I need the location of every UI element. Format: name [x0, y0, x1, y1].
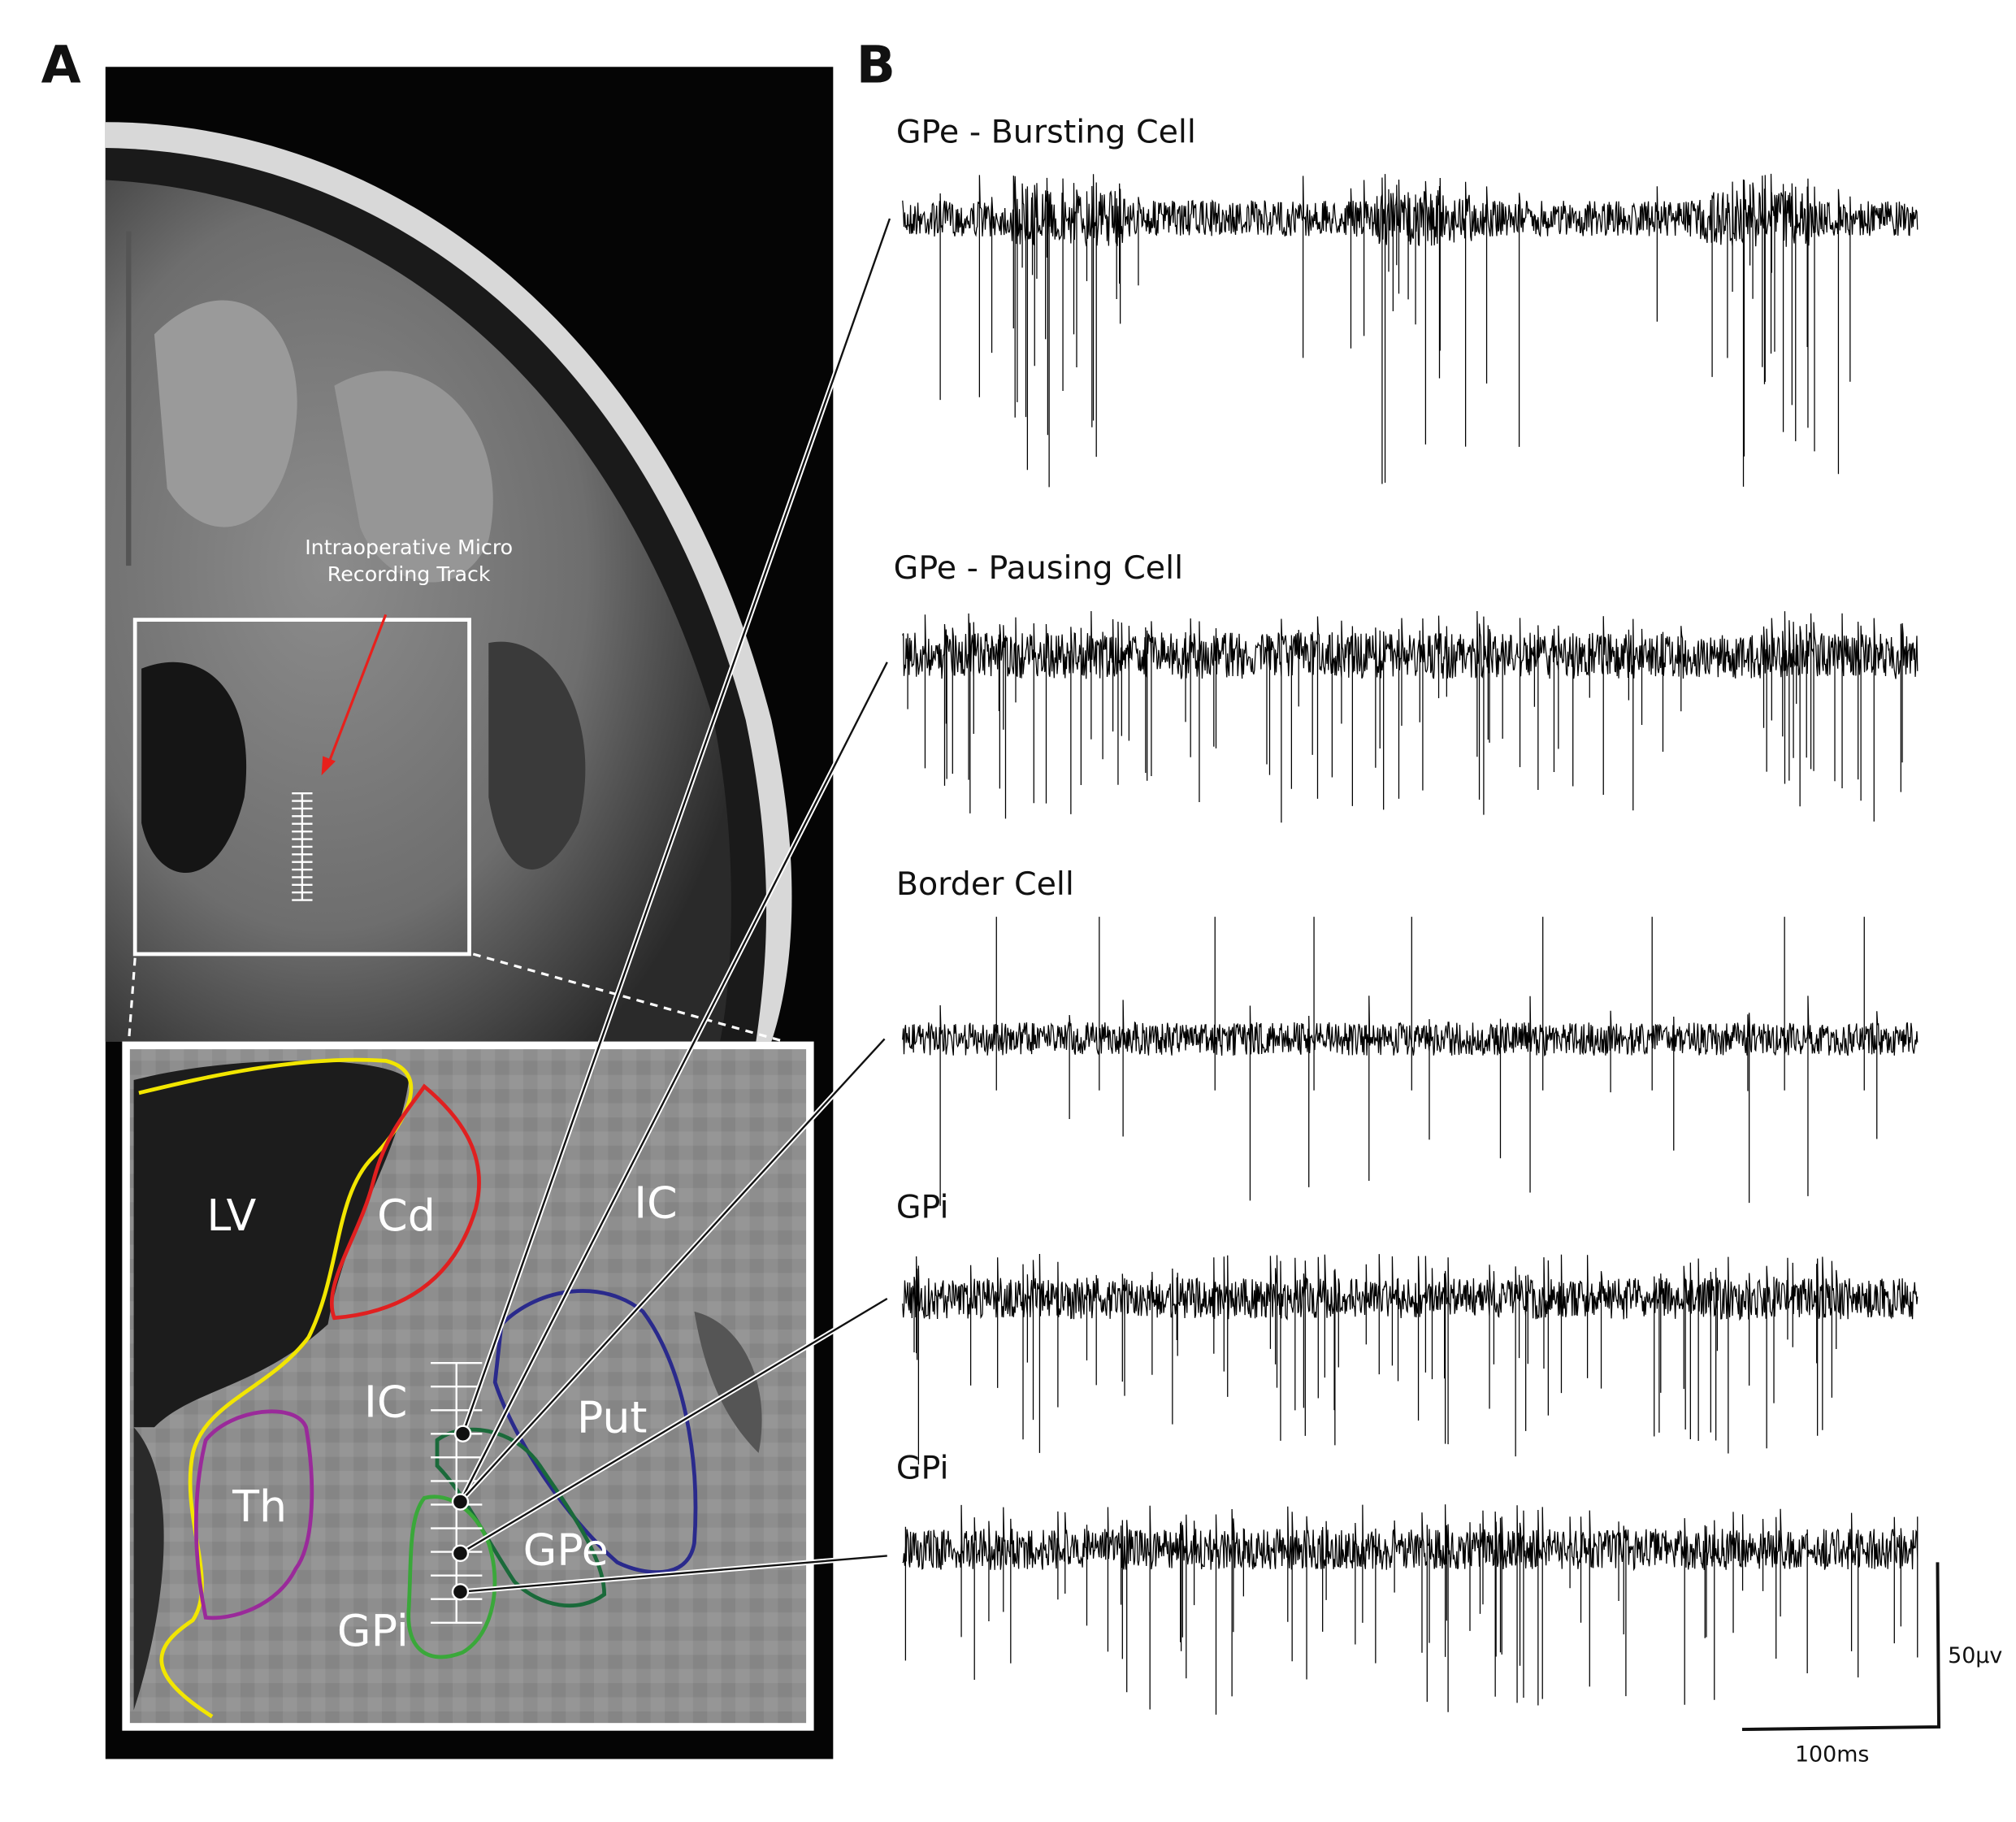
panel-label-a: A — [41, 34, 81, 94]
connector-line — [459, 1038, 886, 1503]
cd-outline — [329, 1083, 481, 1321]
trace-3 — [902, 1253, 1918, 1465]
region-label-gpe: GPe — [523, 1525, 609, 1576]
recording-site-marker — [451, 1544, 470, 1562]
put-outline — [492, 1289, 698, 1574]
trace-label-3: GPi — [896, 1188, 949, 1226]
trace-0 — [902, 173, 1918, 488]
trace-label-0: GPe - Bursting Cell — [896, 114, 1196, 151]
region-label-ic-upper: IC — [634, 1177, 677, 1228]
trace-label-2: Border Cell — [896, 865, 1074, 903]
connector-line — [462, 218, 891, 1434]
trace-2 — [902, 917, 1918, 1206]
trace-label-4: GPi — [896, 1450, 949, 1487]
region-label-gpi: GPi — [337, 1605, 409, 1656]
connector-line — [460, 1555, 887, 1593]
traces — [902, 173, 1918, 1715]
region-label-th: Th — [232, 1481, 287, 1532]
annotation-line-2: Recording Track — [327, 562, 491, 586]
inset-box — [132, 618, 471, 957]
recording-site-marker — [451, 1493, 470, 1511]
annotation-line-1: Intraoperative Micro — [305, 536, 513, 559]
gpi-outline — [406, 1494, 497, 1659]
scale-bar: 50μv 100ms — [1741, 1562, 2002, 1768]
red-arrow-icon — [321, 614, 388, 776]
recording-site-marker — [451, 1583, 470, 1601]
lv-outline — [138, 1057, 414, 1719]
region-label-ic-lower: IC — [364, 1377, 407, 1428]
th-outline — [194, 1409, 314, 1620]
region-label-put: Put — [577, 1392, 648, 1443]
panel-label-b: B — [856, 34, 895, 94]
connector-lines — [451, 217, 892, 1601]
trace-label-1: GPe - Pausing Cell — [894, 549, 1183, 587]
region-label-lv: LV — [206, 1190, 256, 1241]
mri-image — [105, 67, 834, 1759]
scale-time-label: 100ms — [1795, 1742, 1869, 1768]
zoom-line-left — [127, 957, 137, 1044]
connector-line — [459, 1298, 888, 1555]
small-recording-track — [292, 792, 313, 901]
zoom-line-right — [472, 952, 785, 1043]
connector-line — [459, 662, 888, 1503]
trace-1 — [902, 611, 1918, 823]
region-label-cd: Cd — [377, 1190, 436, 1241]
trace-4 — [902, 1504, 1918, 1715]
recording-site-marker — [453, 1425, 472, 1442]
scale-amplitude-label: 50μv — [1948, 1643, 2002, 1668]
